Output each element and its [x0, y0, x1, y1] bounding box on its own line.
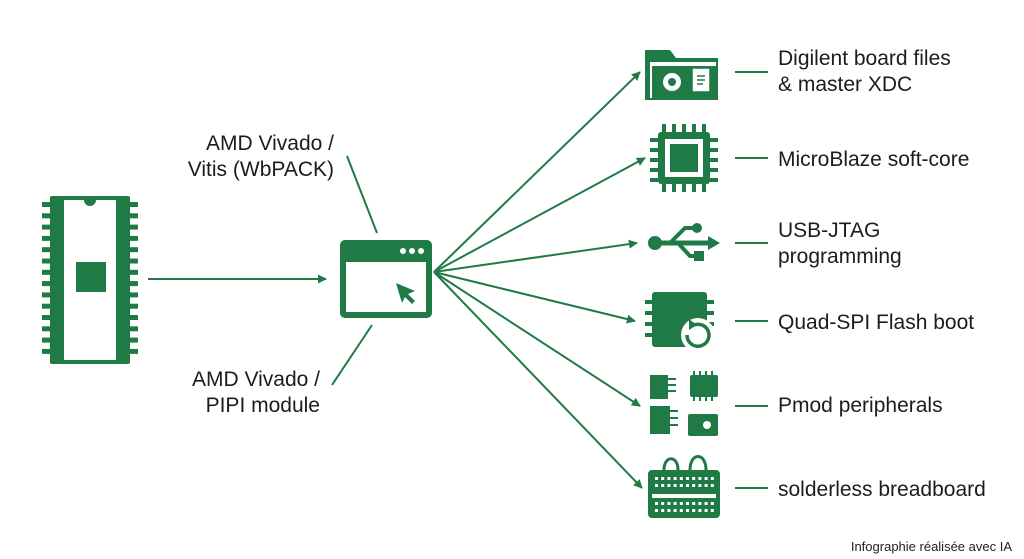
- board-pin: [42, 258, 50, 264]
- usb-icon: [648, 223, 720, 261]
- board-pin: [130, 213, 138, 219]
- edge-hub-to-node-5: [433, 271, 641, 407]
- node-label-usb-jtag: USB-JTAG programming: [778, 218, 902, 270]
- board-pin: [130, 247, 138, 253]
- board-pin: [42, 235, 50, 241]
- board-pin: [42, 315, 50, 320]
- board-pin: [130, 235, 138, 241]
- edge-hub-to-node-4: [433, 271, 636, 324]
- node-label-board-files: Digilent board files & master XDC: [778, 46, 951, 98]
- board-pin: [130, 292, 138, 298]
- board-pin: [130, 269, 138, 275]
- node-label-board-files-line-1: Digilent board files: [778, 47, 951, 70]
- leader-upper: [346, 155, 378, 234]
- board-pin: [42, 292, 50, 298]
- label-upper-line-1: AMD Vivado /: [206, 132, 334, 155]
- node-label-qspi-flash-line-1: Quad-SPI Flash boot: [778, 311, 975, 334]
- board-pin: [42, 303, 50, 309]
- edge-hub-to-node-6: [433, 271, 643, 489]
- leader-lower: [331, 324, 373, 386]
- board-pin: [130, 348, 138, 354]
- pmod-modules-icon: [650, 371, 718, 436]
- flash-chip-icon: [645, 292, 715, 352]
- edge-hub-to-node-3: [433, 239, 638, 273]
- edge-hub-to-node-1: [433, 71, 641, 273]
- board-pin: [42, 348, 50, 354]
- board-pin: [130, 326, 138, 332]
- board-pin: [42, 337, 50, 343]
- board-pin: [130, 202, 138, 207]
- label-upper-tool: AMD Vivado / Vitis (WbPACK): [178, 131, 334, 183]
- board-pin: [130, 337, 138, 343]
- software-window-icon: [340, 240, 432, 318]
- edge-hub-to-node-2: [433, 157, 646, 273]
- label-lower-line-2: PIPI module: [205, 394, 320, 417]
- board-pin: [42, 247, 50, 253]
- label-lower-tool: AMD Vivado / PIPI module: [168, 367, 320, 419]
- cpu-chip-icon: [650, 124, 718, 192]
- fan-out-edges: [433, 71, 646, 489]
- folder-settings-icon: [645, 50, 718, 100]
- board-pin: [42, 202, 50, 207]
- node-label-microblaze-line-1: MicroBlaze soft-core: [778, 148, 970, 171]
- board-pin: [130, 258, 138, 264]
- label-upper-line-2: Vitis (WbPACK): [187, 158, 334, 181]
- label-connectors: [735, 71, 768, 489]
- board-pin: [130, 224, 138, 230]
- label-lower-line-1: AMD Vivado /: [192, 368, 320, 391]
- node-label-qspi-flash: Quad-SPI Flash boot: [778, 310, 974, 336]
- node-label-breadboard: solderless breadboard: [778, 477, 986, 503]
- board-pin: [130, 315, 138, 320]
- breadboard-icon: [648, 455, 720, 518]
- fpga-board-icon: [42, 196, 138, 364]
- node-label-usb-jtag-line-1: USB-JTAG: [778, 219, 881, 242]
- board-pin: [42, 326, 50, 332]
- board-pin: [42, 281, 50, 287]
- board-pin: [130, 303, 138, 309]
- board-pin: [130, 281, 138, 287]
- board-pin: [42, 213, 50, 219]
- footer-credit: Infographie réalisée avec IA: [850, 539, 1012, 554]
- node-label-breadboard-line-1: solderless breadboard: [778, 478, 986, 501]
- node-label-pmod-line-1: Pmod peripherals: [778, 394, 943, 417]
- node-label-board-files-line-2: & master XDC: [778, 73, 913, 96]
- node-label-microblaze: MicroBlaze soft-core: [778, 147, 969, 173]
- node-label-pmod: Pmod peripherals: [778, 393, 943, 419]
- node-label-usb-jtag-line-2: programming: [778, 245, 902, 268]
- board-pin: [42, 269, 50, 275]
- board-pin: [42, 224, 50, 230]
- cursor-arrow-icon: [396, 283, 415, 304]
